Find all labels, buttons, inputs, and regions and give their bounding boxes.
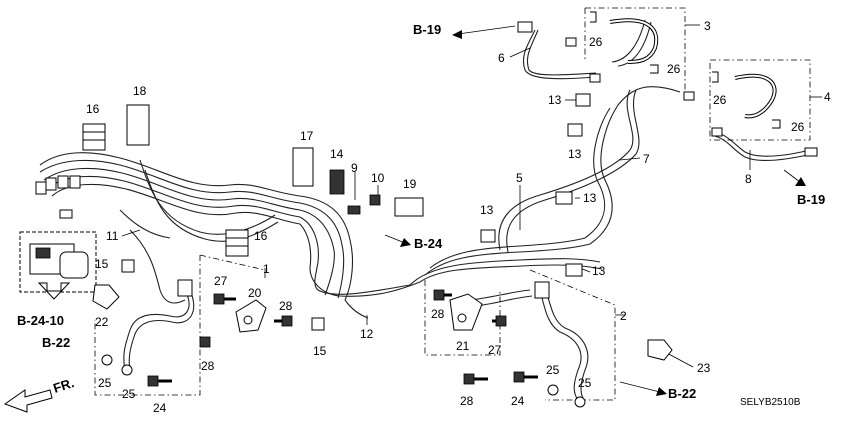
bracket-21 bbox=[449, 293, 483, 331]
callout-21: 21 bbox=[456, 339, 470, 353]
callout-5: 5 bbox=[516, 171, 523, 185]
pipe-clip-13 bbox=[480, 93, 591, 277]
callout-6: 6 bbox=[498, 51, 505, 65]
callout-28b: 28 bbox=[201, 359, 215, 373]
left-manifold-fittings bbox=[35, 175, 81, 219]
front-direction-arrow: FR. bbox=[3, 375, 76, 413]
bracket-20 bbox=[235, 299, 267, 333]
callout-28d: 28 bbox=[460, 394, 474, 408]
callout-16b: 16 bbox=[254, 229, 268, 243]
callout-25b: 25 bbox=[122, 387, 136, 401]
callout-13b: 13 bbox=[568, 147, 582, 161]
diagram-code: SELYB2510B bbox=[740, 397, 801, 408]
abs-modulator-unit bbox=[19, 231, 97, 293]
callout-10: 10 bbox=[371, 171, 385, 185]
callout-20: 20 bbox=[248, 286, 262, 300]
callout-25d: 25 bbox=[578, 376, 592, 390]
callout-26b: 26 bbox=[667, 62, 681, 76]
callout-24b: 24 bbox=[511, 394, 525, 408]
pipe-clip-17 bbox=[292, 147, 314, 187]
callout-13e: 13 bbox=[592, 264, 606, 278]
ref-b22-right: B-22 bbox=[668, 386, 696, 401]
callout-15a: 15 bbox=[95, 257, 109, 271]
callout-22: 22 bbox=[95, 315, 109, 329]
callout-17: 17 bbox=[300, 129, 314, 143]
ref-b24: B-24 bbox=[414, 236, 443, 251]
reference-arrows bbox=[37, 25, 806, 396]
parts bbox=[19, 11, 818, 408]
hose-clip-26 bbox=[590, 11, 781, 129]
ref-b19-right: B-19 bbox=[797, 192, 825, 207]
pipe-clip-18 bbox=[126, 104, 150, 146]
callout-13d: 13 bbox=[480, 203, 494, 217]
callout-19: 19 bbox=[403, 177, 417, 191]
ref-b22-left: B-22 bbox=[42, 335, 70, 350]
ref-b19-top: B-19 bbox=[413, 22, 441, 37]
front-label: FR. bbox=[51, 375, 76, 396]
bracket-22 bbox=[92, 284, 120, 310]
pipe-clip-16 bbox=[82, 123, 249, 257]
brake-pipe-bundle bbox=[39, 19, 813, 401]
pipe-clip-14 bbox=[329, 169, 345, 195]
callout-26d: 26 bbox=[791, 120, 805, 134]
callout-18: 18 bbox=[133, 84, 147, 98]
callout-27b: 27 bbox=[488, 343, 502, 357]
hose-fitting-right bbox=[534, 281, 550, 299]
callout-27a: 27 bbox=[214, 274, 228, 288]
ref-b24-10: B-24-10 bbox=[17, 313, 64, 328]
callout-25a: 25 bbox=[98, 376, 112, 390]
callout-15b: 15 bbox=[313, 344, 327, 358]
callout-numbers: 1 2 3 4 5 6 7 8 9 10 11 12 13 13 13 13 1… bbox=[86, 19, 831, 415]
callout-2: 2 bbox=[620, 309, 627, 323]
bracket-23 bbox=[647, 339, 673, 361]
callout-11: 11 bbox=[106, 229, 119, 243]
callout-25c: 25 bbox=[546, 363, 560, 377]
callout-1: 1 bbox=[263, 262, 270, 276]
hose-fitting-left bbox=[177, 279, 193, 297]
callout-24a: 24 bbox=[153, 401, 167, 415]
callout-23: 23 bbox=[697, 361, 711, 375]
callout-9: 9 bbox=[351, 161, 358, 175]
callout-16a: 16 bbox=[86, 102, 100, 116]
callout-28a: 28 bbox=[279, 299, 293, 313]
bolts bbox=[121, 194, 538, 387]
callout-13a: 13 bbox=[548, 93, 562, 107]
callout-26a: 26 bbox=[589, 35, 603, 49]
pipe-clip-19 bbox=[394, 197, 424, 217]
callout-4: 4 bbox=[824, 90, 831, 104]
callout-28c: 28 bbox=[431, 307, 445, 321]
callout-8: 8 bbox=[745, 172, 752, 186]
callout-12: 12 bbox=[360, 327, 374, 341]
callout-3: 3 bbox=[704, 19, 711, 33]
washer-25 bbox=[101, 354, 586, 408]
callout-7: 7 bbox=[643, 152, 650, 166]
callout-13c: 13 bbox=[583, 191, 597, 205]
reference-labels: B-19 B-19 B-24 B-24-10 B-22 B-22 bbox=[17, 22, 825, 401]
callout-14: 14 bbox=[330, 147, 344, 161]
callout-26c: 26 bbox=[713, 93, 727, 107]
